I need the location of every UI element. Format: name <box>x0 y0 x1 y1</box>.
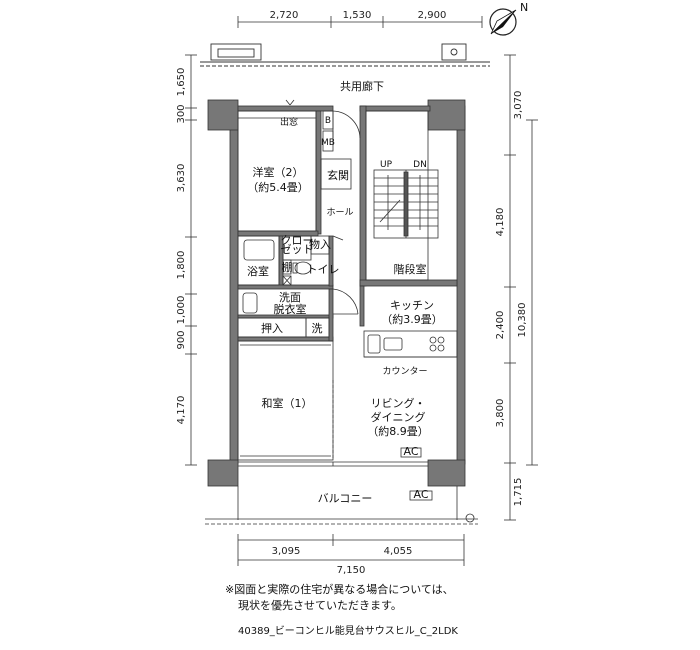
washroom-label-2: 脱衣室 <box>274 302 307 316</box>
north-compass-icon <box>489 8 517 36</box>
bath-label: 浴室 <box>247 264 269 278</box>
top-dimension-line <box>237 16 483 28</box>
dim-left-7: 4,170 <box>176 396 187 425</box>
corridor-label: 共用廊下 <box>340 79 384 93</box>
toilet-label: トイレ <box>307 263 340 276</box>
washer-label: 洗 <box>312 322 323 335</box>
dim-bottom-total: 7,150 <box>337 565 366 576</box>
living-label-2: ダイニング <box>371 410 426 424</box>
stair-up-label: UP <box>380 160 393 170</box>
right-dimension-line <box>504 54 538 521</box>
entrance <box>320 110 361 190</box>
kitchen <box>363 330 458 358</box>
bedroom2-name: 洋室（2） <box>253 165 304 179</box>
kitchen-size: （約3.9畳） <box>381 312 443 326</box>
bedroom2-size: （約5.4畳） <box>247 180 309 194</box>
dim-left-4: 1,800 <box>176 251 187 280</box>
dim-top-2: 1,530 <box>343 10 372 21</box>
ac-label-indoor: AC <box>403 445 418 458</box>
closet-label-2: ゼット <box>281 243 314 256</box>
washroom-label-1: 洗面 <box>279 291 301 304</box>
bottom-dimension-line <box>237 534 465 566</box>
washroom <box>242 288 359 315</box>
plan-caption: 40389_ビーコンヒル能見台サウスヒル_C_2LDK <box>238 626 458 637</box>
compass-n-label: N <box>520 1 528 14</box>
counter-label: カウンター <box>382 366 427 377</box>
oshiire-washer <box>237 317 330 338</box>
ac-label-balcony: AC <box>413 488 428 501</box>
dim-right-total: 10,380 <box>517 303 528 338</box>
balcony <box>205 486 478 525</box>
stairwell-label: 階段室 <box>394 262 427 276</box>
hall-label: ホール <box>326 207 353 218</box>
dim-bottom-1: 3,095 <box>272 546 301 557</box>
dim-left-6: 900 <box>176 330 187 349</box>
dim-bottom-2: 4,055 <box>384 546 413 557</box>
washitsu-label: 和室（1） <box>262 396 313 410</box>
balcony-label: バルコニー <box>318 492 373 505</box>
living-dining <box>400 447 422 458</box>
washitsu <box>237 340 334 461</box>
kitchen-name: キッチン <box>390 299 434 312</box>
toilet <box>282 259 312 286</box>
dim-right-4: 3,800 <box>495 399 506 428</box>
dim-left-1: 1,650 <box>176 68 187 97</box>
dim-left-5: 1,000 <box>176 296 187 325</box>
dim-top-3: 2,900 <box>418 10 447 21</box>
stairwell <box>365 110 439 281</box>
exit-window-label: 出窓 <box>280 116 298 128</box>
dim-right-5: 1,715 <box>513 478 524 507</box>
corridor-edge <box>200 43 490 67</box>
dim-top-1: 2,720 <box>270 10 299 21</box>
living-size: （約8.9畳） <box>367 424 429 438</box>
stair-down-label: DN <box>413 160 427 170</box>
bathroom <box>237 235 280 286</box>
left-dimension-line <box>185 54 197 466</box>
entrance-label: 玄関 <box>327 168 349 182</box>
balcony-windows <box>238 461 428 467</box>
dim-left-3: 3,630 <box>176 164 187 193</box>
living-label-1: リビング・ <box>371 396 426 410</box>
closet-label-1: クロー <box>281 234 314 247</box>
pipe-mark-label: B <box>325 116 331 126</box>
dim-left-2: 300 <box>176 104 187 123</box>
oshiire-label: 押入 <box>261 321 283 335</box>
storage-label: 物入 <box>309 237 331 251</box>
dim-right-2: 4,180 <box>495 208 506 237</box>
dim-right-3: 2,400 <box>495 311 506 340</box>
bedroom-2 <box>237 99 334 232</box>
mb-label: MB <box>321 138 335 148</box>
closet-storage <box>282 235 344 261</box>
disclaimer-line-2: 現状を優先させていただきます。 <box>238 599 402 612</box>
exterior-walls <box>207 99 466 487</box>
disclaimer-line-1: ※図面と実際の住宅が異なる場合については、 <box>225 583 454 596</box>
shoe-box-label: 棚 <box>282 260 293 274</box>
dim-right-1: 3,070 <box>513 91 524 120</box>
